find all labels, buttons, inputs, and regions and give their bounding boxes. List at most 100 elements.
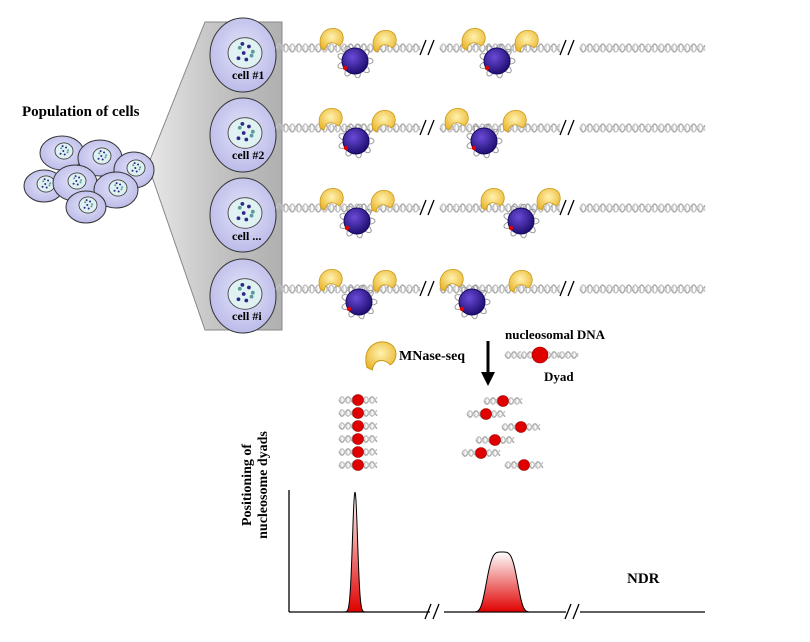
chromatin-dot bbox=[97, 157, 100, 160]
chromatin-dot bbox=[133, 162, 136, 165]
nucleosome bbox=[341, 284, 378, 320]
break-slash bbox=[559, 199, 567, 216]
mnase-enzyme bbox=[318, 268, 343, 292]
chromatin-dot bbox=[67, 149, 70, 152]
chromatin-dot bbox=[237, 286, 242, 291]
histone-core bbox=[345, 288, 373, 316]
break-slash bbox=[419, 39, 427, 56]
chromatin-dot bbox=[91, 203, 94, 206]
mnase-seq-label: MNase-seq bbox=[399, 349, 466, 364]
chromatin-dot bbox=[101, 158, 104, 161]
chromatin-dot bbox=[83, 206, 86, 209]
chromatin-dot bbox=[247, 285, 251, 290]
chromatin-dot bbox=[249, 53, 254, 58]
chromatin-dot bbox=[119, 183, 122, 186]
chromatin-dot bbox=[84, 201, 87, 204]
dyad-marker bbox=[480, 408, 492, 420]
mnase-enzyme bbox=[444, 107, 469, 131]
dna-strand bbox=[439, 284, 561, 294]
chromatin-dot bbox=[237, 45, 242, 50]
dna-strand bbox=[275, 43, 421, 53]
break-slash bbox=[559, 39, 567, 56]
chromatin-dot bbox=[76, 183, 79, 186]
mnase-shape bbox=[365, 341, 397, 371]
chromatin-dot bbox=[115, 182, 118, 185]
chromatin-dot bbox=[131, 169, 134, 172]
nucleosome bbox=[466, 123, 503, 159]
chromatin-dot bbox=[247, 124, 251, 129]
nucleosomal-dna-fragment bbox=[461, 447, 501, 459]
dna-strand bbox=[439, 43, 561, 53]
mnase-shape bbox=[444, 107, 469, 131]
dyad-marker bbox=[518, 459, 530, 471]
nucleosomal-dna-label: nucleosomal DNA bbox=[505, 327, 606, 342]
mnase-enzyme bbox=[318, 107, 343, 131]
chromatin-dot bbox=[49, 182, 52, 185]
cell bbox=[93, 171, 139, 209]
mnase-enzyme bbox=[370, 189, 395, 213]
dyad-dot bbox=[484, 65, 490, 71]
dna-strand bbox=[439, 203, 561, 213]
dna-helix bbox=[579, 43, 706, 53]
chromatin-dot bbox=[72, 182, 75, 185]
nucleosomal-dna-fragment bbox=[338, 433, 378, 445]
chromatin-dot bbox=[139, 166, 142, 169]
chromatin-dot bbox=[114, 184, 117, 187]
histone-core bbox=[507, 207, 535, 235]
dna-helix bbox=[504, 351, 522, 359]
nucleosome bbox=[338, 123, 375, 159]
dna-strand bbox=[275, 123, 421, 133]
chromatin-dot bbox=[241, 211, 246, 215]
down-arrow-head bbox=[481, 372, 495, 386]
chromatin-dot bbox=[244, 217, 249, 222]
chromatin-dot bbox=[240, 282, 245, 287]
mnase-enzyme bbox=[439, 268, 464, 292]
chromatin-dot bbox=[104, 156, 107, 159]
chromatin-dot bbox=[241, 131, 246, 135]
nucleosomal-dna-fragment bbox=[475, 434, 515, 446]
break-slash bbox=[419, 119, 427, 136]
mnase-shape bbox=[318, 268, 343, 292]
chromatin-dot bbox=[103, 151, 106, 154]
axis-break bbox=[424, 603, 432, 620]
histone-core bbox=[341, 47, 369, 75]
chromatin-dot bbox=[74, 175, 77, 178]
dyad-marker-large bbox=[531, 346, 549, 364]
legend-symbols bbox=[365, 341, 579, 386]
mnase-shape bbox=[502, 109, 527, 133]
dyad-marker bbox=[352, 407, 364, 419]
chromatin-dot bbox=[250, 49, 255, 54]
mnase-enzyme bbox=[461, 27, 486, 51]
mnase-shape bbox=[480, 187, 505, 211]
chromatin-dot bbox=[42, 180, 45, 183]
chromatin-dot bbox=[250, 290, 255, 295]
chromatin-dot bbox=[105, 154, 108, 157]
mnase-shape bbox=[372, 269, 397, 293]
dyad-marker bbox=[497, 395, 509, 407]
chromatin-dot bbox=[99, 150, 102, 153]
cell-label-1: cell #1 bbox=[232, 68, 265, 82]
break-marks bbox=[419, 39, 435, 56]
chromatin-dot bbox=[132, 164, 135, 167]
chromatin-dot bbox=[47, 179, 50, 182]
break-slash bbox=[559, 280, 567, 297]
break-slash bbox=[567, 119, 575, 136]
chromatin-dot bbox=[236, 297, 241, 302]
mnase-shape bbox=[319, 187, 344, 211]
chromatin-dot bbox=[85, 199, 88, 202]
dna-strand bbox=[275, 284, 421, 294]
nucleosomal-dna-fragment bbox=[466, 408, 506, 420]
mnase-shape bbox=[371, 109, 396, 133]
chromatin-dot bbox=[75, 180, 78, 182]
chromatin-dot bbox=[236, 216, 241, 221]
chromatin-dot bbox=[59, 152, 62, 155]
chromatin-dot bbox=[241, 292, 246, 296]
mnase-enzyme bbox=[514, 29, 539, 53]
nucleosomal-dna-fragment bbox=[501, 421, 541, 433]
break-slash bbox=[427, 119, 435, 136]
histone-core bbox=[470, 127, 498, 155]
chromatin-dot bbox=[117, 190, 120, 193]
mnase-enzyme bbox=[319, 187, 344, 211]
chromatin-dot bbox=[244, 298, 249, 303]
chromatin-dot bbox=[43, 178, 46, 181]
